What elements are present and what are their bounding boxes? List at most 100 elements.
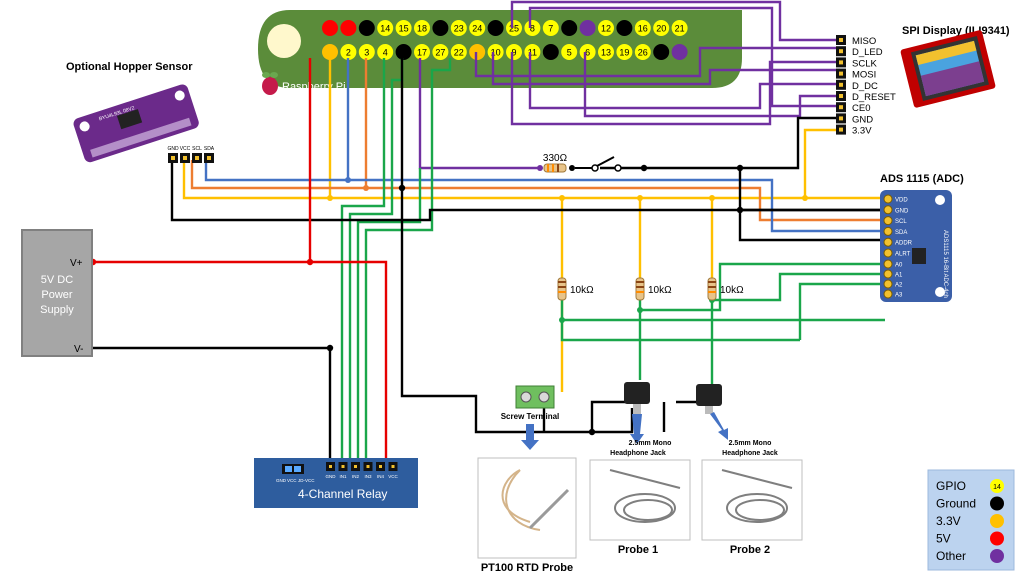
resistor-10k: [557, 277, 567, 301]
legend-swatch: [990, 496, 1004, 511]
gpio-pin: [561, 44, 578, 60]
spi-pin-label: GND: [852, 114, 873, 125]
arrow-down-icon: [630, 414, 644, 444]
gpio-pin: [542, 20, 559, 36]
gpio-pin-label: 25: [509, 24, 519, 34]
power-supply-line-1: 5V DC: [41, 274, 73, 286]
hopper-pin-label: VCC: [180, 146, 191, 152]
resistor-label: 10kΩ: [648, 285, 672, 296]
relay-pin-label: GND: [326, 474, 337, 479]
gpio-pin: [469, 20, 486, 36]
gpio-pin: [358, 20, 375, 36]
hopper-pin-contact: [207, 156, 211, 160]
headphone-jack-1: 2.5mm Mono Headphone Jack: [610, 382, 671, 457]
adc-pin-label: ADDR: [895, 241, 913, 247]
hopper-pin-label: SDA: [204, 146, 215, 152]
gpio-pin-label: 2: [346, 48, 351, 58]
gpio-pin: [671, 20, 688, 36]
spi-pin-contact: [839, 105, 843, 110]
wires: [93, 0, 885, 464]
gpio-pin: [598, 20, 614, 36]
junction-dots: [326, 164, 744, 436]
gpio-pin: [634, 20, 651, 36]
gpio-pin: [524, 44, 541, 60]
gpio-pin-label: 14: [380, 24, 390, 34]
switch-resistor-330: 330Ω: [543, 153, 644, 173]
resistor-10k: [635, 277, 645, 301]
switch-lever: [596, 156, 615, 167]
gpio-pin: [450, 44, 467, 60]
resistor-label: 10kΩ: [570, 285, 594, 296]
adc-pin-label: SCL: [895, 219, 907, 225]
spi-pin-contact: [839, 38, 843, 42]
adc-pin-label: GND: [895, 208, 909, 214]
gpio-pin: [598, 44, 614, 60]
hopper-pin-contact: [183, 156, 187, 160]
gpio-pin: [358, 44, 375, 60]
legend-swatch: [990, 549, 1004, 563]
spi-pin-contact: [839, 94, 843, 98]
relay-pin-contact: [366, 465, 370, 468]
ground-wires: [93, 58, 885, 464]
legend-label: Other: [936, 549, 966, 563]
relay-signal-wires: [340, 58, 452, 464]
gpio-pin-label: 22: [454, 48, 464, 58]
gpio-pin: [653, 44, 670, 60]
relay-pin-label: IN1: [339, 474, 347, 479]
relay-pin-contact: [341, 465, 345, 468]
arrow-down-right-icon: [710, 412, 728, 440]
hopper-pin-contact: [195, 156, 199, 160]
spi-pin-contact: [839, 82, 843, 87]
gpio-pin: [616, 44, 633, 60]
adc-pin: [883, 259, 893, 269]
legend-swatch: [990, 514, 1004, 528]
gpio-pin: [653, 20, 670, 36]
gpio-pin-label: 17: [417, 48, 427, 58]
gpio-pin: [450, 20, 467, 36]
gpio-pin: [487, 20, 504, 36]
gpio-pin-label: 10: [491, 48, 501, 58]
gpio-pin: [414, 20, 430, 36]
adc-pin-label: VDD: [895, 198, 908, 204]
spi-pin-label: SCLK: [852, 58, 877, 69]
vminus-label: V-: [74, 344, 83, 355]
legend-swatch: [990, 531, 1004, 546]
jack2-line-1: 2.5mm Mono: [729, 440, 772, 447]
probe-2-label: Probe 2: [730, 544, 770, 556]
spi-pin-label: D_LED: [852, 47, 883, 58]
legend-label: 5V: [936, 532, 951, 546]
gpio-pin-label: 26: [638, 48, 648, 58]
relay-label: 4-Channel Relay: [298, 487, 387, 501]
gpio-pin-label: 9: [511, 48, 516, 58]
spi-pin-label: D_RESET: [852, 92, 896, 103]
gpio-pin-label: 19: [619, 48, 629, 58]
gpio-pin-label: 16: [638, 24, 648, 34]
relay-pin-label: IN2: [352, 474, 360, 479]
power-supply: 5V DC Power Supply V+ V-: [21, 229, 93, 357]
jack1-line-2: Headphone Jack: [610, 450, 666, 457]
junction-dots-3v3: [327, 195, 808, 201]
gpio-pin: [524, 20, 541, 36]
spi-pin-contact: [839, 127, 843, 132]
legend-label: Ground: [936, 497, 976, 511]
pi-brand-text: Raspberry Pi: [282, 81, 346, 93]
gpio-pin: [432, 44, 449, 60]
gpio-pin-label: 5: [567, 48, 572, 58]
spi-pin-contact: [839, 116, 843, 121]
spi-pin-label: CE0: [852, 103, 870, 114]
spi-pin-contact: [839, 71, 843, 76]
adc-pin-label: A2: [895, 283, 903, 289]
gpio-pin-label: 7: [548, 24, 553, 34]
gpio-pin: [340, 44, 357, 60]
switch-contact: [591, 164, 599, 172]
adc-pin-label: ALRT: [895, 252, 911, 258]
probe-1-image: Probe 1: [589, 459, 691, 556]
jack2-line-2: Headphone Jack: [722, 450, 778, 457]
relay-jumper-label: GND: [276, 478, 287, 483]
gpio-pin-label: 27: [435, 48, 445, 58]
